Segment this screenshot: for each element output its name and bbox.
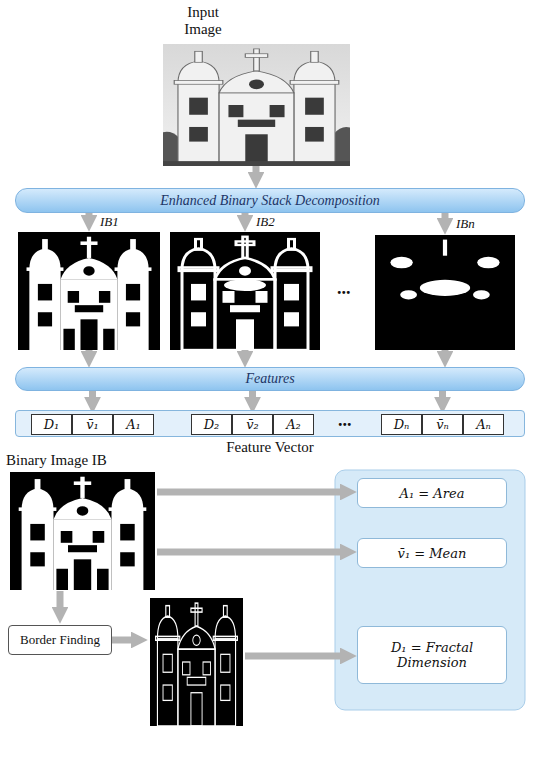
image-title: Input Image xyxy=(168,4,238,38)
feature-cell: Dₙ xyxy=(381,414,422,435)
flow-arrow xyxy=(439,391,446,397)
ellipsis: ... xyxy=(337,278,351,299)
node-text: D₁ = Fractal Dimension xyxy=(364,640,500,670)
feature-cell: v̄ₙ xyxy=(422,414,463,435)
church-windows xyxy=(189,79,324,166)
church-outline xyxy=(179,237,311,350)
image-ground xyxy=(375,235,515,350)
image-ground xyxy=(170,232,320,350)
shadow xyxy=(63,329,74,350)
node-text: v̄ₙ xyxy=(436,417,449,432)
node-text: D₁ xyxy=(44,417,60,432)
node-text: A₁ xyxy=(126,417,141,432)
blob xyxy=(224,279,266,291)
feature-cell: A₂ xyxy=(273,414,314,435)
image-ground xyxy=(18,232,160,350)
photo-sky xyxy=(163,44,350,166)
process-box: Border Finding xyxy=(8,625,112,655)
node-text: Enhanced Binary Stack Decomposition xyxy=(160,193,380,209)
church-silhouette xyxy=(19,477,147,590)
feature-cell: A₁ xyxy=(113,414,154,435)
ellipsis: ... xyxy=(338,410,352,431)
stack-label: IBn xyxy=(456,216,475,232)
feature-panel xyxy=(335,470,525,710)
process-band: Enhanced Binary Stack Decomposition xyxy=(15,188,525,213)
feature-cell: Aₙ xyxy=(463,414,504,435)
flow-arrow xyxy=(157,549,340,556)
image-ground xyxy=(10,472,155,590)
node-text: v̄₁ = Mean xyxy=(398,546,467,561)
church-windows xyxy=(38,266,140,350)
flow-arrow xyxy=(157,489,340,496)
node-text: Features xyxy=(245,371,294,387)
feature-cell: v̄₂ xyxy=(232,414,273,435)
church-building xyxy=(174,49,339,166)
node-text: Aₙ xyxy=(476,417,491,432)
flow-arrow xyxy=(242,350,249,351)
church-silhouette xyxy=(27,237,152,350)
flow-arrow xyxy=(245,653,340,660)
flow-arrow xyxy=(57,591,64,607)
input-photo xyxy=(150,44,363,171)
church-windows xyxy=(30,506,134,590)
process-band: Features xyxy=(15,367,525,391)
feature-cell: v̄₁ xyxy=(72,414,113,435)
node-text: D₂ xyxy=(204,417,220,432)
flow-arrow xyxy=(112,637,131,644)
church-photo xyxy=(150,49,363,171)
church-border xyxy=(156,603,238,726)
flow-arrow xyxy=(249,391,256,397)
binary-image xyxy=(10,472,155,590)
shadow xyxy=(56,569,68,590)
border-image xyxy=(150,598,243,726)
binary-image xyxy=(375,235,515,350)
flow-arrow xyxy=(253,166,260,172)
blob xyxy=(477,257,499,269)
shadow xyxy=(97,569,109,590)
stack-label: IB1 xyxy=(100,214,119,230)
feature-box: D₁ = Fractal Dimension xyxy=(357,626,507,684)
church-windows xyxy=(191,266,299,350)
feature-box: A₁ = Area xyxy=(357,478,507,508)
image-title: Binary Image IB xyxy=(6,452,107,469)
flow-arrow xyxy=(442,350,449,351)
binary-image xyxy=(18,232,160,350)
ground xyxy=(163,161,350,166)
shadow xyxy=(103,329,114,350)
feature-cell: D₂ xyxy=(191,414,232,435)
stack-label: IB2 xyxy=(256,214,275,230)
node-text: v̄₁ xyxy=(86,417,99,432)
blob xyxy=(443,240,447,256)
blob xyxy=(420,280,470,296)
node-text: Dₙ xyxy=(394,417,410,432)
flow-arrow xyxy=(89,391,96,397)
node-text: A₂ xyxy=(286,417,301,432)
blob xyxy=(390,257,412,269)
binary-image xyxy=(170,232,320,350)
node-text: v̄₂ xyxy=(246,417,259,432)
image-ground xyxy=(150,598,243,726)
flow-arrow xyxy=(86,350,93,351)
blob xyxy=(473,290,490,299)
blob xyxy=(400,290,417,299)
window-border xyxy=(163,635,230,726)
feature-vector-box: Feature VectorD₁v̄₁A₁D₂v̄₂A₂Dₙv̄ₙAₙ xyxy=(15,410,525,437)
feature-cell: D₁ xyxy=(31,414,72,435)
node-text: Border Finding xyxy=(20,632,100,648)
feature-box: v̄₁ = Mean xyxy=(357,538,507,568)
node-text: A₁ = Area xyxy=(400,486,465,501)
